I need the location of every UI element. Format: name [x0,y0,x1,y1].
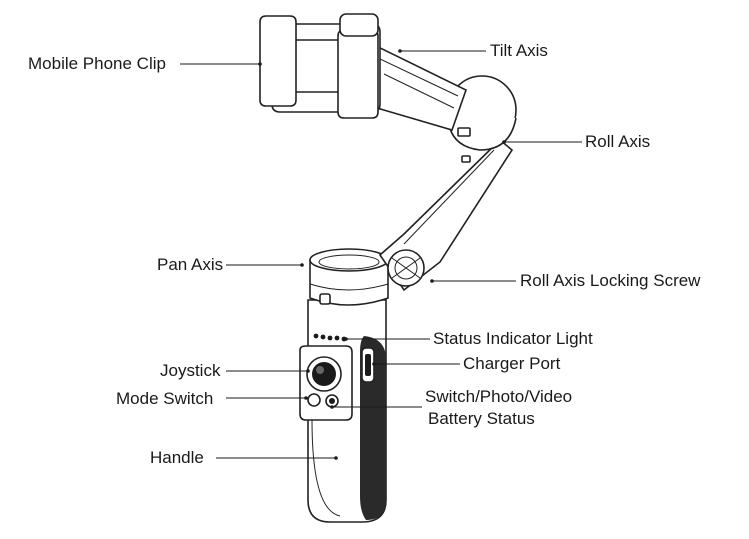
label-pan-axis: Pan Axis [157,255,224,274]
label-handle: Handle [150,448,204,467]
joystick[interactable] [306,356,342,392]
label-roll-axis: Roll Axis [585,132,651,151]
pan-motor [309,248,389,306]
roll-axis-locking-screw [387,249,425,287]
label-joystick: Joystick [160,361,221,380]
mode-switch-button[interactable] [307,393,321,407]
tilt-arm [369,42,467,131]
label-roll-axis-locking-screw: Roll Axis Locking Screw [520,271,701,290]
phone-clip [259,13,381,119]
photo-video-button[interactable] [325,394,339,408]
status-indicator-lights [313,333,347,342]
label-mode-switch: Mode Switch [116,389,214,408]
label-tilt-axis: Tilt Axis [490,41,548,60]
charger-port [361,347,375,383]
label-mobile-phone-clip: Mobile Phone Clip [28,54,166,73]
leader-lines [180,49,582,460]
label-battery-status: Battery Status [428,409,535,428]
label-switch-photo-video: Switch/Photo/Video [425,387,573,406]
label-status-indicator-light: Status Indicator Light [433,329,593,348]
label-charger-port: Charger Port [463,354,561,373]
